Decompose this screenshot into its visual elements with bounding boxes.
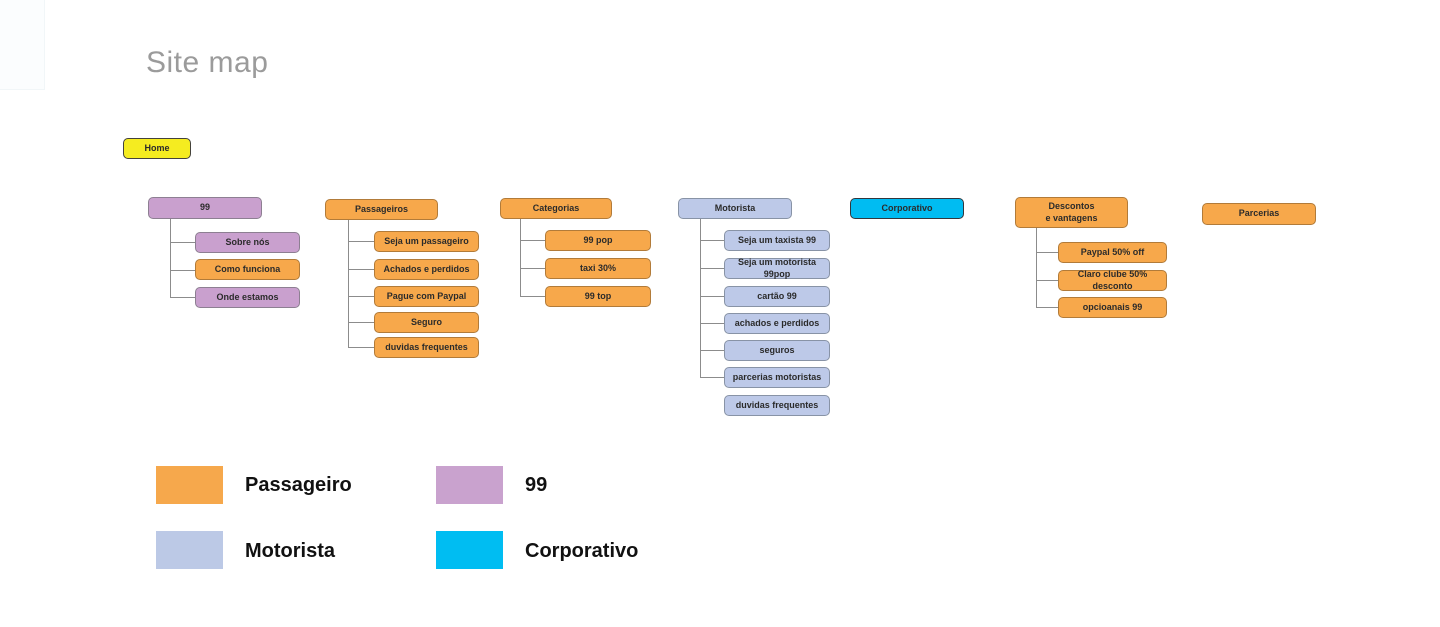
connector-line: [520, 268, 545, 269]
connector-line: [1036, 280, 1058, 281]
connector-line: [170, 242, 195, 243]
connector-line: [348, 241, 374, 242]
node-cartao-99[interactable]: cartão 99: [724, 286, 830, 307]
page-corner-decoration: [0, 0, 45, 90]
node-sobre-nos[interactable]: Sobre nós: [195, 232, 300, 253]
connector-line: [700, 268, 724, 269]
node-claro-clube-50-desconto[interactable]: Claro clube 50% desconto: [1058, 269, 1167, 291]
node-descontos-e-vantagens[interactable]: Descontos e vantagens: [1015, 197, 1128, 228]
connector-line: [700, 240, 724, 241]
node-seja-um-motorista-99pop[interactable]: Seja um motorista 99pop: [724, 257, 830, 279]
node-passageiros[interactable]: Passageiros: [325, 199, 438, 220]
page-title: Site map: [146, 46, 269, 79]
connector-line: [348, 296, 374, 297]
legend-label-99: 99: [525, 474, 548, 496]
legend-swatch-motorista: [156, 531, 223, 569]
node-opcioanais-99[interactable]: opcioanais 99: [1058, 297, 1167, 318]
connector-line: [520, 296, 545, 297]
legend-label-motorista: Motorista: [245, 540, 335, 562]
connector-line: [170, 297, 195, 298]
legend-swatch-passageiro: [156, 466, 223, 504]
node-achados-e-perdidos-motorista[interactable]: achados e perdidos: [724, 313, 830, 334]
connector-line: [1036, 307, 1058, 308]
node-99-pop[interactable]: 99 pop: [545, 230, 651, 251]
connector-line: [700, 296, 724, 297]
node-seguros[interactable]: seguros: [724, 340, 830, 361]
connector-line: [700, 219, 701, 377]
node-parcerias-motoristas[interactable]: parcerias motoristas: [724, 367, 830, 388]
connector-line: [170, 270, 195, 271]
node-taxi-30[interactable]: taxi 30%: [545, 258, 651, 279]
node-99[interactable]: 99: [148, 197, 262, 219]
node-pague-com-paypal[interactable]: Pague com Paypal: [374, 286, 479, 307]
legend-swatch-99: [436, 466, 503, 504]
connector-line: [348, 220, 349, 347]
connector-line: [348, 347, 374, 348]
node-seja-um-passageiro[interactable]: Seja um passageiro: [374, 231, 479, 252]
node-paypal-50-off[interactable]: Paypal 50% off: [1058, 242, 1167, 263]
connector-line: [520, 240, 545, 241]
connector-line: [348, 269, 374, 270]
node-achados-e-perdidos[interactable]: Achados e perdidos: [374, 259, 479, 280]
node-categorias[interactable]: Categorias: [500, 198, 612, 219]
node-parcerias[interactable]: Parcerias: [1202, 203, 1316, 225]
connector-line: [520, 219, 521, 296]
node-99-top[interactable]: 99 top: [545, 286, 651, 307]
connector-line: [700, 323, 724, 324]
connector-line: [348, 322, 374, 323]
connector-line: [1036, 252, 1058, 253]
node-seguro[interactable]: Seguro: [374, 312, 479, 333]
node-seja-um-taxista-99[interactable]: Seja um taxista 99: [724, 230, 830, 251]
node-motorista[interactable]: Motorista: [678, 198, 792, 219]
legend-label-corporativo: Corporativo: [525, 540, 639, 562]
node-corporativo[interactable]: Corporativo: [850, 198, 964, 219]
node-duvidas-frequentes-passageiro[interactable]: duvidas frequentes: [374, 337, 479, 358]
connector-line: [170, 219, 171, 297]
node-duvidas-frequentes-motorista[interactable]: duvidas frequentes: [724, 395, 830, 416]
connector-line: [700, 350, 724, 351]
node-home[interactable]: Home: [123, 138, 191, 159]
connector-line: [1036, 228, 1037, 307]
node-onde-estamos[interactable]: Onde estamos: [195, 287, 300, 308]
legend-swatch-corporativo: [436, 531, 503, 569]
connector-line: [700, 377, 724, 378]
legend-label-passageiro: Passageiro: [245, 474, 352, 496]
node-como-funciona[interactable]: Como funciona: [195, 259, 300, 280]
